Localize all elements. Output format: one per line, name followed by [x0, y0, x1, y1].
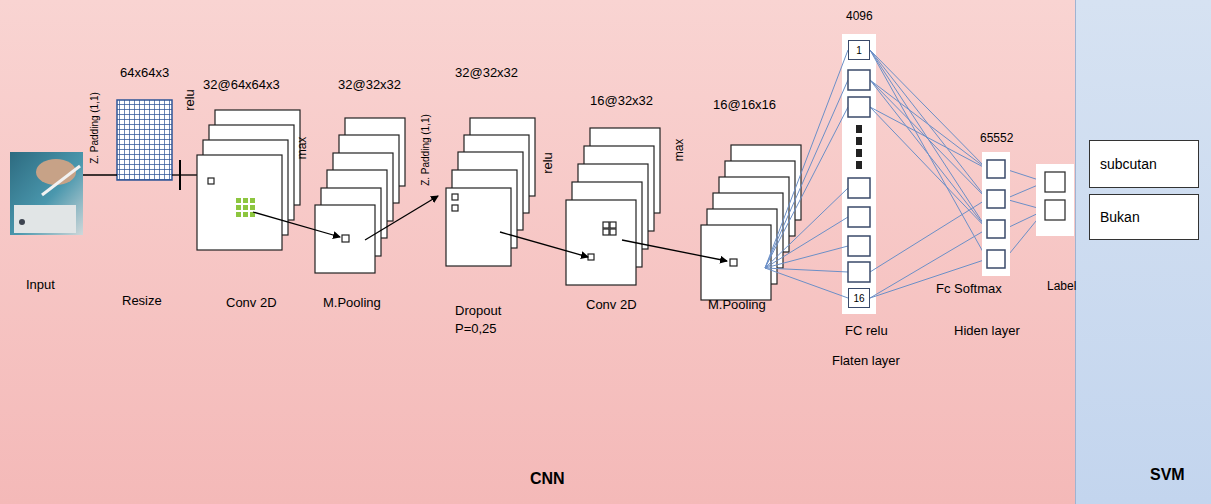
stage-name: Conv 2D — [226, 296, 277, 311]
flow-lines — [83, 160, 197, 190]
unit-count: 4096 — [846, 10, 873, 24]
stage-name: Hiden layer — [954, 324, 1020, 339]
stage-name: Input — [26, 278, 55, 293]
box-text: 16 — [853, 293, 864, 304]
connection-lines — [765, 50, 1045, 298]
stage-name: M.Pooling — [323, 296, 381, 311]
box-text: subcutan — [1100, 156, 1157, 172]
neuron-box — [987, 160, 1005, 268]
label-panel — [1036, 164, 1074, 236]
class-box: Bukan — [1089, 194, 1199, 240]
activation-label: relu — [183, 89, 198, 111]
stage-name: Fc Softmax — [936, 282, 1002, 297]
flow-arrow — [253, 196, 727, 261]
resize-grid — [117, 100, 172, 180]
pooling-label: max — [673, 139, 687, 162]
feature-map-stack — [566, 128, 660, 285]
dimension-label: 16@32x32 — [590, 94, 653, 109]
neuron-box — [848, 70, 870, 282]
activation-label: relu — [541, 152, 556, 174]
feature-map-stack — [197, 110, 300, 250]
region-title: SVM — [1150, 466, 1185, 484]
parameter-label: P=0,25 — [455, 322, 497, 337]
unit-count: 65552 — [980, 132, 1013, 146]
box-text: Bukan — [1100, 209, 1140, 225]
padding-label: Z. Padding (1,1) — [420, 114, 432, 186]
hidden-panel — [982, 152, 1010, 276]
dimension-label: 16@16x16 — [713, 98, 776, 113]
stage-name: Resize — [122, 294, 162, 309]
kernel-grid — [236, 198, 255, 217]
stage-name: M.Pooling — [708, 298, 766, 313]
stage-name: Conv 2D — [586, 298, 637, 313]
pooling-label: max — [296, 137, 310, 160]
stage-name: Dropout — [455, 304, 501, 319]
neuron-box: 1 — [848, 40, 870, 60]
stage-name: Flaten layer — [832, 354, 900, 369]
feature-map-stack — [446, 118, 535, 266]
stage-name: FC relu — [845, 324, 888, 339]
padding-label: Z. Padding (1,1) — [89, 92, 101, 164]
ellipsis-dots — [856, 125, 862, 169]
stage-name: Label — [1047, 280, 1076, 294]
feature-map-stack — [701, 145, 801, 300]
input-photo — [10, 152, 83, 235]
class-box: subcutan — [1089, 140, 1199, 188]
region-band: SVM subcutanBukan — [1075, 0, 1211, 504]
region-title: CNN — [530, 470, 565, 488]
dimension-label: 32@32x32 — [338, 78, 401, 93]
dimension-label: 64x64x3 — [120, 66, 169, 81]
dimension-label: 32@64x64x3 — [203, 78, 280, 93]
neuron-box: 16 — [848, 288, 870, 308]
dimension-label: 32@32x32 — [455, 66, 518, 81]
feature-map-stack — [315, 118, 405, 273]
label-square — [1045, 172, 1065, 220]
box-text: 1 — [856, 45, 862, 56]
